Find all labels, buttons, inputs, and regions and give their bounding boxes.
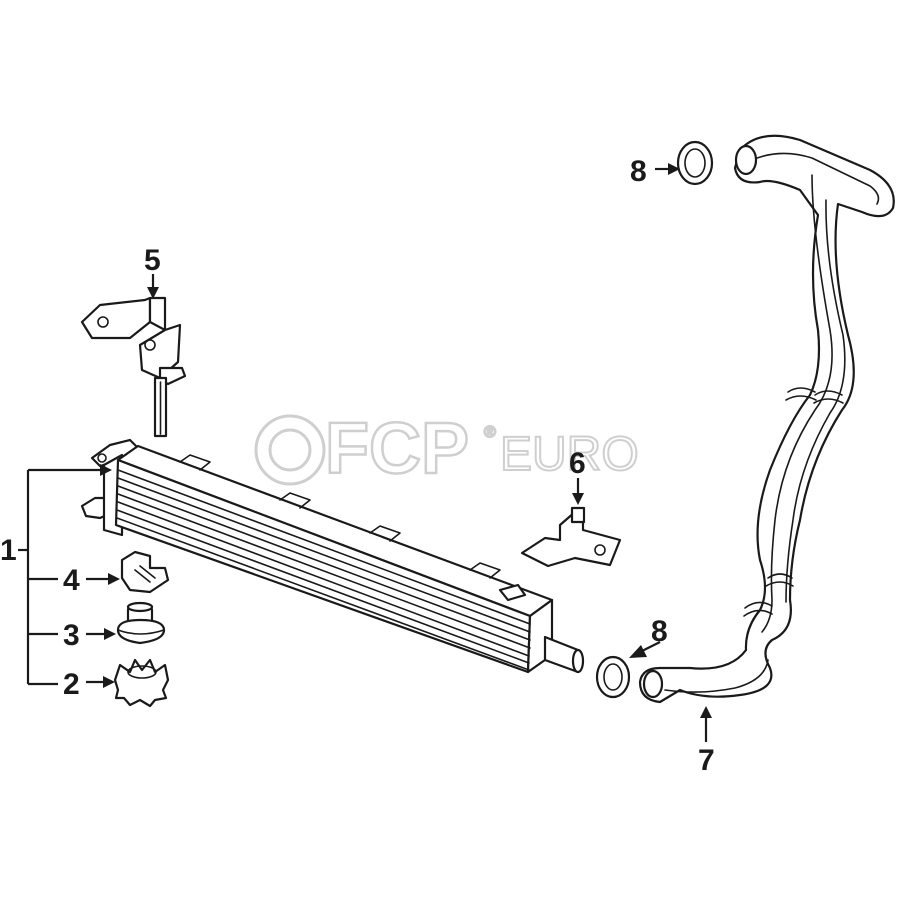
callout-1: 1 bbox=[0, 534, 17, 567]
arrow-5 bbox=[147, 287, 159, 299]
arrow-1 bbox=[100, 464, 112, 476]
watermark-logo-ring bbox=[254, 414, 326, 486]
clip-part-4 bbox=[120, 550, 170, 594]
watermark-brand: FCP bbox=[325, 409, 469, 489]
callout-labels: 1 2 3 4 5 6 7 8 8 bbox=[0, 155, 715, 777]
watermark-logo-inner bbox=[268, 428, 312, 472]
arrow-4 bbox=[108, 573, 120, 585]
oil-cooler-part-1 bbox=[80, 438, 585, 674]
grommet-part-3 bbox=[116, 601, 166, 645]
arrow-2 bbox=[103, 676, 115, 688]
watermark-registered: ® bbox=[484, 424, 496, 441]
callout-8-top: 8 bbox=[630, 155, 647, 188]
callout-2: 2 bbox=[63, 668, 80, 701]
arrow-6 bbox=[572, 493, 584, 505]
arrow-7 bbox=[700, 706, 712, 718]
leader-lines bbox=[18, 163, 712, 742]
callout-3: 3 bbox=[63, 619, 80, 652]
seal-ring-part-8-bottom bbox=[595, 655, 631, 699]
callout-5: 5 bbox=[144, 244, 161, 277]
callout-4: 4 bbox=[63, 564, 80, 597]
callout-8-bottom: 8 bbox=[651, 615, 668, 648]
arrow-8-bottom bbox=[629, 645, 647, 658]
bracket-part-5 bbox=[80, 296, 187, 438]
clip-part-2 bbox=[113, 658, 170, 708]
bracket-part-6 bbox=[520, 506, 622, 568]
seal-ring-part-8-top bbox=[676, 140, 714, 186]
watermark: FCP ® EURO bbox=[254, 408, 640, 490]
watermark-suffix: EURO bbox=[500, 428, 639, 481]
arrow-3 bbox=[104, 628, 116, 640]
hose-part-7 bbox=[638, 134, 895, 704]
callout-7: 7 bbox=[698, 744, 715, 777]
arrow-8-top bbox=[668, 163, 680, 175]
callout-6: 6 bbox=[569, 447, 586, 480]
